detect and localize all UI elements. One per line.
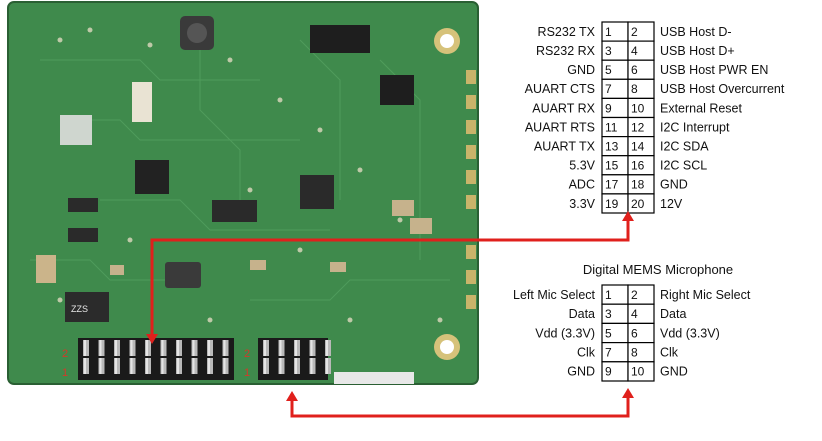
pin-number-right: 10 — [631, 365, 645, 379]
pin-label-left: AUART TX — [534, 139, 596, 153]
header-mic-mark-2: 2 — [244, 348, 250, 360]
pin-number-right: 2 — [631, 25, 638, 39]
pin-label-right: Right Mic Select — [660, 288, 751, 302]
pin-label-left: 3.3V — [569, 197, 595, 211]
pin-label-right: I2C Interrupt — [660, 120, 730, 134]
pin-number-right: 8 — [631, 346, 638, 360]
pin-number-right: 8 — [631, 82, 638, 96]
pin-label-left: RS232 TX — [538, 25, 596, 39]
pin-label-right: USB Host D- — [660, 25, 732, 39]
pin-number-left: 9 — [605, 101, 612, 115]
pin-label-right: Data — [660, 307, 686, 321]
arrow-mic-header-link — [290, 398, 630, 418]
pin-label-right: USB Host Overcurrent — [660, 82, 785, 96]
mic-header-pinout: 1 2 Left Mic Select Right Mic Select 3 4 Data D… — [513, 284, 751, 382]
pin-label-left: Clk — [577, 346, 596, 360]
pin-label-right: External Reset — [660, 101, 743, 115]
header-mic-mark-1: 1 — [244, 367, 250, 379]
pin-number-left: 3 — [605, 44, 612, 58]
pcb-board: ZZS 2 1 2 1 — [7, 1, 479, 385]
pin-label-right: GND — [660, 365, 688, 379]
edge-pads — [466, 70, 476, 309]
pin-number-right: 16 — [631, 159, 645, 173]
ic-qfn — [135, 160, 169, 194]
pin-number-left: 1 — [605, 288, 612, 302]
pin-number-left: 7 — [605, 346, 612, 360]
pin-number-left: 1 — [605, 25, 612, 39]
pin-number-left: 15 — [605, 159, 619, 173]
pin-label-right: USB Host D+ — [660, 44, 735, 58]
led-connector — [132, 82, 152, 122]
pin-number-right: 6 — [631, 326, 638, 340]
inductor-bottom — [65, 292, 109, 322]
pin-number-right: 14 — [631, 139, 645, 153]
pcb-edge — [7, 1, 479, 385]
pin-number-right: 18 — [631, 178, 645, 192]
inductor-marking: ZZS — [71, 304, 88, 314]
header-main-mark-2: 2 — [62, 348, 68, 360]
pin-label-left: Vdd (3.3V) — [535, 326, 595, 340]
pin-box-10 — [627, 361, 655, 382]
mounting-holes — [434, 28, 460, 360]
pin-label-left: Left Mic Select — [513, 288, 596, 302]
pin-label-left: GND — [567, 63, 595, 77]
pin-number-right: 10 — [631, 101, 645, 115]
arrow-head-main-pinout — [622, 211, 634, 221]
pin-number-right: 4 — [631, 44, 638, 58]
pin-label-right: I2C SCL — [660, 159, 707, 173]
header-main-mark-1: 1 — [62, 367, 68, 379]
pin-label-left: RS232 RX — [536, 44, 596, 58]
ic-top — [310, 25, 370, 53]
pin-number-left: 9 — [605, 365, 612, 379]
pin-label-left: AUART RTS — [525, 120, 595, 134]
pin-label-left: AUART CTS — [525, 82, 595, 96]
header-main-20pin — [78, 338, 234, 380]
pin-number-left: 5 — [605, 63, 612, 77]
pin-label-left: AUART RX — [532, 101, 595, 115]
pin-label-right: USB Host PWR EN — [660, 63, 768, 77]
crystal — [212, 200, 257, 222]
pin-number-right: 12 — [631, 120, 645, 134]
pin-box-20 — [627, 193, 655, 214]
header-mic-10pin — [258, 338, 331, 380]
pin-number-right: 20 — [631, 197, 645, 211]
arrow-main-header-link — [150, 221, 630, 334]
pin-number-left: 13 — [605, 139, 619, 153]
pin-number-left: 3 — [605, 307, 612, 321]
qr-code — [60, 115, 92, 145]
board-notch — [334, 372, 414, 384]
pin-label-left: Data — [569, 307, 595, 321]
pin-number-left: 11 — [605, 120, 618, 134]
pin-label-right: I2C SDA — [660, 139, 709, 153]
components: ZZS — [36, 16, 432, 322]
pin-label-right: 12V — [660, 197, 683, 211]
pin-number-left: 19 — [605, 197, 619, 211]
pin-number-left: 5 — [605, 326, 612, 340]
cap-tan — [36, 255, 56, 283]
pcb-substrate — [8, 2, 478, 384]
pin-label-left: 5.3V — [569, 159, 595, 173]
mic-header-title: Digital MEMS Microphone — [583, 262, 733, 277]
pin-number-right: 2 — [631, 288, 638, 302]
pin-label-left: ADC — [569, 178, 595, 192]
pin-label-right: Vdd (3.3V) — [660, 326, 720, 340]
ic-mid — [300, 175, 334, 209]
pin-label-right: GND — [660, 178, 688, 192]
arrow-head-board-main — [146, 334, 158, 344]
pin-label-left: GND — [567, 365, 595, 379]
pin-number-left: 7 — [605, 82, 612, 96]
ic-right — [380, 75, 414, 105]
connector-arrows — [146, 211, 634, 418]
arrow-head-mic-pinout — [622, 388, 634, 398]
pin-number-right: 6 — [631, 63, 638, 77]
pin-label-right: Clk — [660, 346, 679, 360]
pin-number-right: 4 — [631, 307, 638, 321]
pin-number-left: 17 — [605, 178, 619, 192]
pcb-vias — [57, 27, 443, 323]
arrow-head-board-mic — [286, 391, 298, 401]
